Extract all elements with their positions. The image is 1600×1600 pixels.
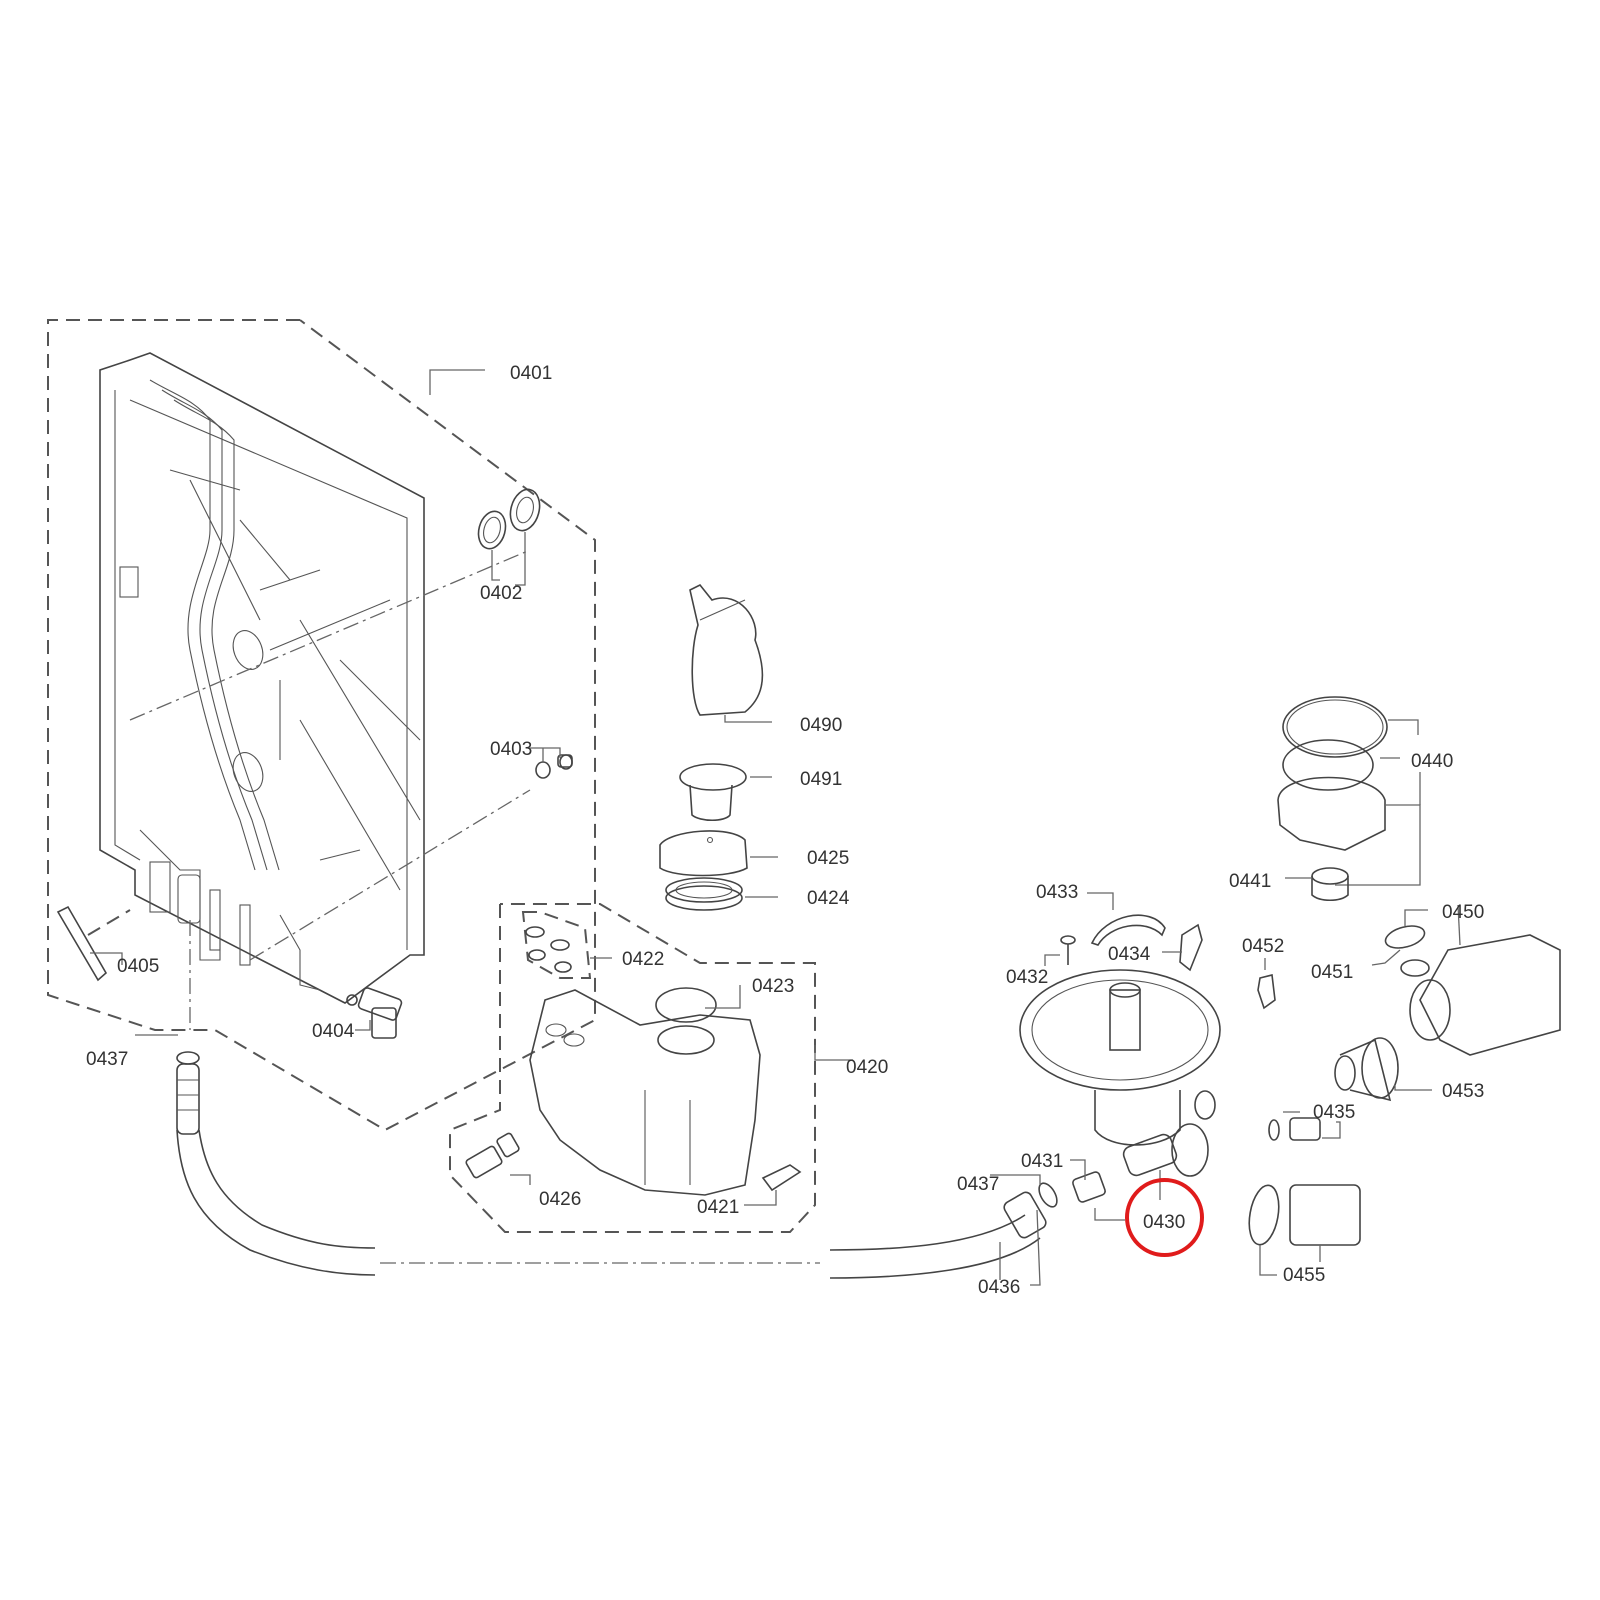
part-label-0437-left[interactable]: 0437: [86, 1049, 129, 1070]
part-label-0425[interactable]: 0425: [807, 848, 850, 869]
part-0403-fittings: [528, 747, 573, 779]
part-0431-filter: [1070, 1159, 1125, 1221]
part-label-0490[interactable]: 0490: [800, 715, 843, 736]
part-label-0452[interactable]: 0452: [1242, 936, 1285, 957]
part-label-0422[interactable]: 0422: [622, 949, 665, 970]
part-0432-screw: [1044, 935, 1076, 966]
part-label-0437-right[interactable]: 0437: [957, 1174, 1000, 1195]
part-0441-impeller: [1285, 867, 1349, 902]
part-0422-seals: [521, 911, 612, 979]
part-0491-cap: [679, 763, 772, 822]
part-0455-drain-pump: [1248, 1184, 1361, 1276]
part-label-0440[interactable]: 0440: [1411, 751, 1454, 772]
part-label-0404[interactable]: 0404: [312, 1021, 355, 1042]
part-0450-pump: [1400, 904, 1561, 1056]
part-label-0420[interactable]: 0420: [846, 1057, 889, 1078]
part-label-0405[interactable]: 0405: [117, 956, 160, 977]
part-label-0401[interactable]: 0401: [510, 363, 553, 384]
part-0420-dispenser-body: [529, 985, 761, 1196]
part-label-0423[interactable]: 0423: [752, 976, 795, 997]
part-label-0434[interactable]: 0434: [1108, 944, 1151, 965]
part-label-0424[interactable]: 0424: [807, 888, 850, 909]
hose-left-0437: [135, 1034, 376, 1276]
part-label-0432[interactable]: 0432: [1006, 967, 1049, 988]
part-0425-lid: [659, 830, 778, 877]
hose-right-0436: [829, 1174, 1058, 1286]
part-label-0435[interactable]: 0435: [1313, 1102, 1356, 1123]
part-label-0441[interactable]: 0441: [1229, 871, 1272, 892]
part-0430-sump: [1019, 969, 1221, 1200]
part-0490-funnel: [689, 583, 772, 723]
part-0435: [1268, 1111, 1341, 1141]
part-0426-sensor: [465, 1132, 531, 1185]
part-0451-clamp: [1371, 909, 1428, 966]
part-0452: [1257, 958, 1276, 1010]
part-0405: [56, 905, 131, 982]
part-0434-clip: [1162, 923, 1203, 972]
part-0433-cover: [1087, 892, 1166, 946]
part-label-0433[interactable]: 0433: [1036, 882, 1079, 903]
part-label-0403[interactable]: 0403: [490, 739, 533, 760]
part-0404-valve: [346, 987, 403, 1039]
part-label-0455[interactable]: 0455: [1283, 1265, 1326, 1286]
part-0453-adapter: [1334, 1037, 1432, 1102]
part-label-0436[interactable]: 0436: [978, 1277, 1021, 1298]
door-group-outline: [47, 319, 596, 1132]
highlight-circle-0430: [1125, 1178, 1204, 1257]
part-label-0491[interactable]: 0491: [800, 769, 843, 790]
dispenser-group-outline: [449, 903, 853, 1233]
part-label-0450[interactable]: 0450: [1442, 902, 1485, 923]
part-label-0402[interactable]: 0402: [480, 583, 523, 604]
part-0402-seals: [477, 488, 541, 586]
part-label-0453[interactable]: 0453: [1442, 1081, 1485, 1102]
part-label-0451[interactable]: 0451: [1311, 962, 1354, 983]
part-label-0421[interactable]: 0421: [697, 1197, 740, 1218]
part-label-0426[interactable]: 0426: [539, 1189, 582, 1210]
part-label-0431[interactable]: 0431: [1021, 1151, 1064, 1172]
part-0424-ring: [665, 877, 778, 911]
part-0421-clip: [744, 1164, 802, 1206]
part-0440-heater: [1277, 696, 1421, 886]
inner-door-panel: [99, 352, 531, 1030]
